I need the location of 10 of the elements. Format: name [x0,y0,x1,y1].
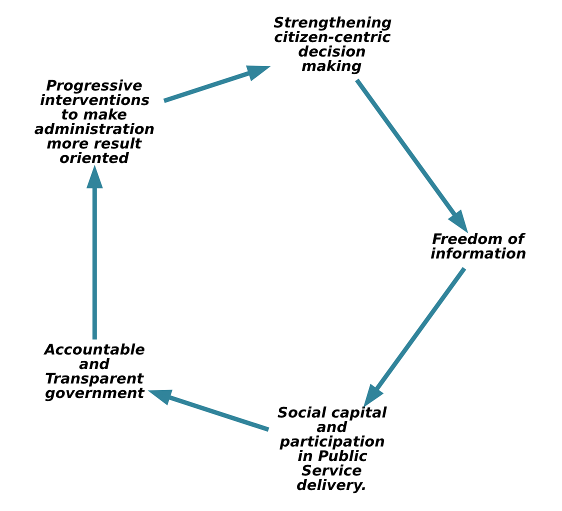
node-text: Freedom of information [430,232,526,263]
arrow [163,66,271,103]
arrow [355,78,468,234]
node-text: Social capital and participation in Public Service delivery. [278,405,387,494]
node-text: Accountable and Transparent government [44,342,145,402]
arrow [148,390,270,432]
arrow [86,164,103,340]
node-text: Progressive interventions to make administration more result oriented [34,78,155,167]
node-text: Strengthening citizen-centric decision making [274,16,392,76]
arrow [363,267,466,408]
